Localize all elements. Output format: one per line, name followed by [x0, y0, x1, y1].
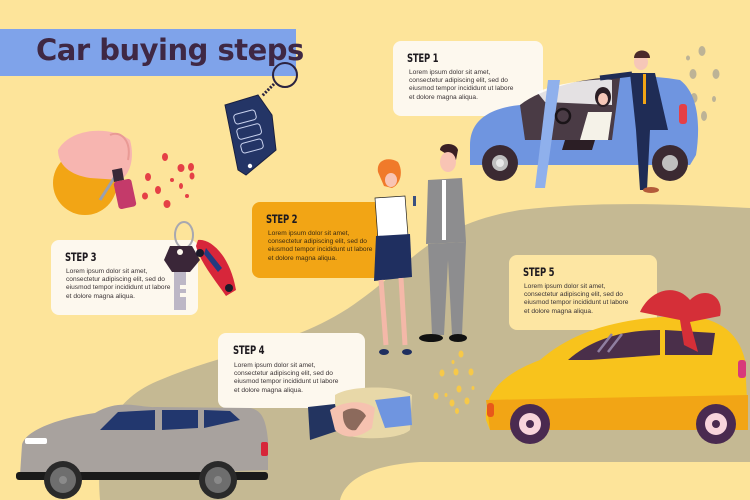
step-5-label: STEP 5 — [523, 265, 555, 279]
step-1-label: STEP 1 — [407, 51, 439, 65]
step-3-text: Lorem ipsum dolor sit amet,consectetur a… — [66, 268, 171, 300]
step-5-text: Lorem ipsum dolor sit amet,consectetur a… — [524, 283, 629, 315]
title-banner — [0, 29, 296, 76]
step-2-label: STEP 2 — [266, 212, 298, 226]
step-1-card: STEP 1 Lorem ipsum dolor sit amet,consec… — [393, 41, 543, 116]
step-4-label: STEP 4 — [233, 343, 265, 357]
step-2-card: STEP 2 Lorem ipsum dolor sit amet,consec… — [252, 202, 392, 278]
step-5-card: STEP 5 Lorem ipsum dolor sit amet,consec… — [509, 255, 657, 330]
page-title: Car buying steps — [36, 33, 304, 67]
step-2-text: Lorem ipsum dolor sit amet,consectetur a… — [268, 230, 373, 262]
step-4-text: Lorem ipsum dolor sit amet,consectetur a… — [234, 362, 339, 394]
step-3-label: STEP 3 — [65, 250, 97, 264]
step-1-text: Lorem ipsum dolor sit amet,consectetur a… — [409, 69, 514, 101]
